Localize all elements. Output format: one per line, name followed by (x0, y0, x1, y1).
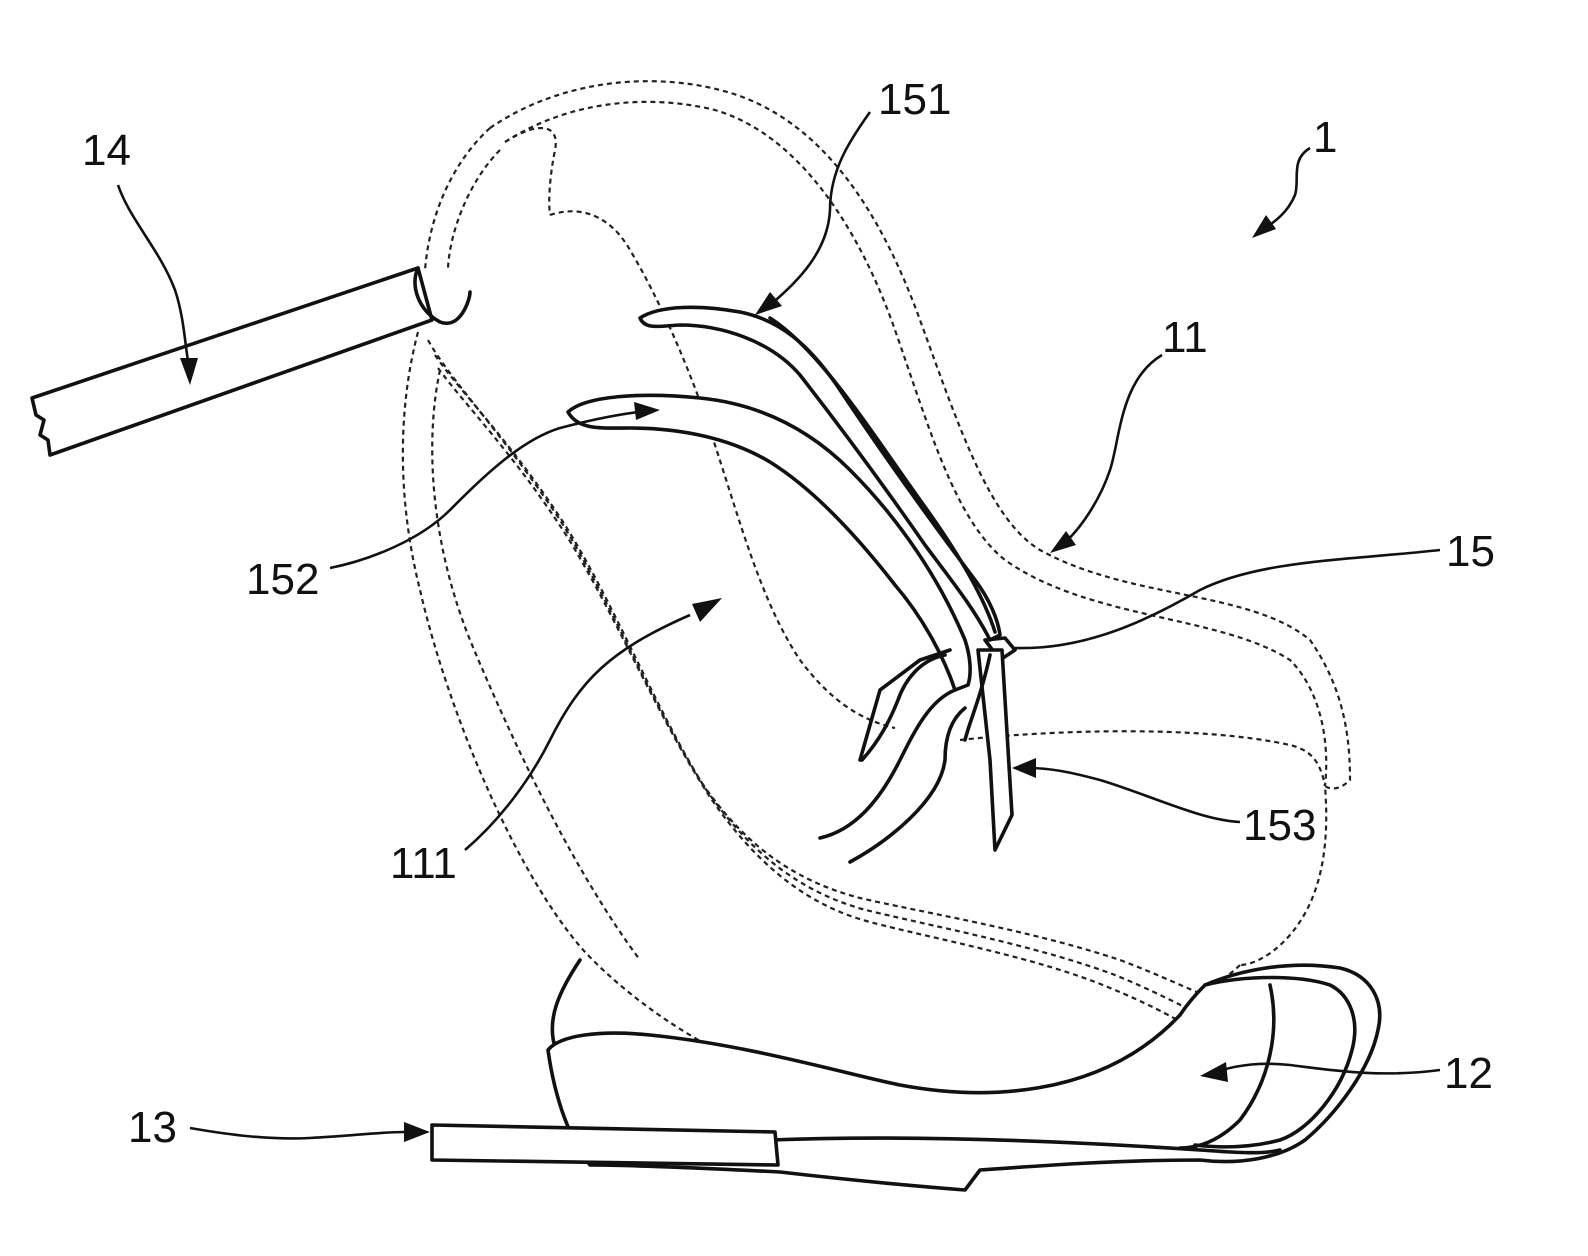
label-support-leg: 14 (82, 126, 131, 175)
label-isofix-connector: 13 (128, 1103, 177, 1152)
label-shell: 11 (1162, 313, 1208, 362)
support-leg (32, 268, 470, 455)
label-shoulder-strap-lower: 152 (246, 555, 319, 604)
label-crotch-strap: 153 (1243, 801, 1316, 850)
label-shoulder-strap-upper: 151 (878, 75, 951, 124)
label-seat-surface: 111 (390, 839, 457, 888)
label-base: 12 (1444, 1049, 1493, 1098)
harness (568, 307, 1015, 862)
label-seat: 1 (1313, 113, 1337, 162)
base (432, 960, 1380, 1190)
shell-outline (403, 81, 1350, 1096)
isofix-connector (432, 1125, 778, 1165)
label-harness: 15 (1446, 527, 1495, 576)
